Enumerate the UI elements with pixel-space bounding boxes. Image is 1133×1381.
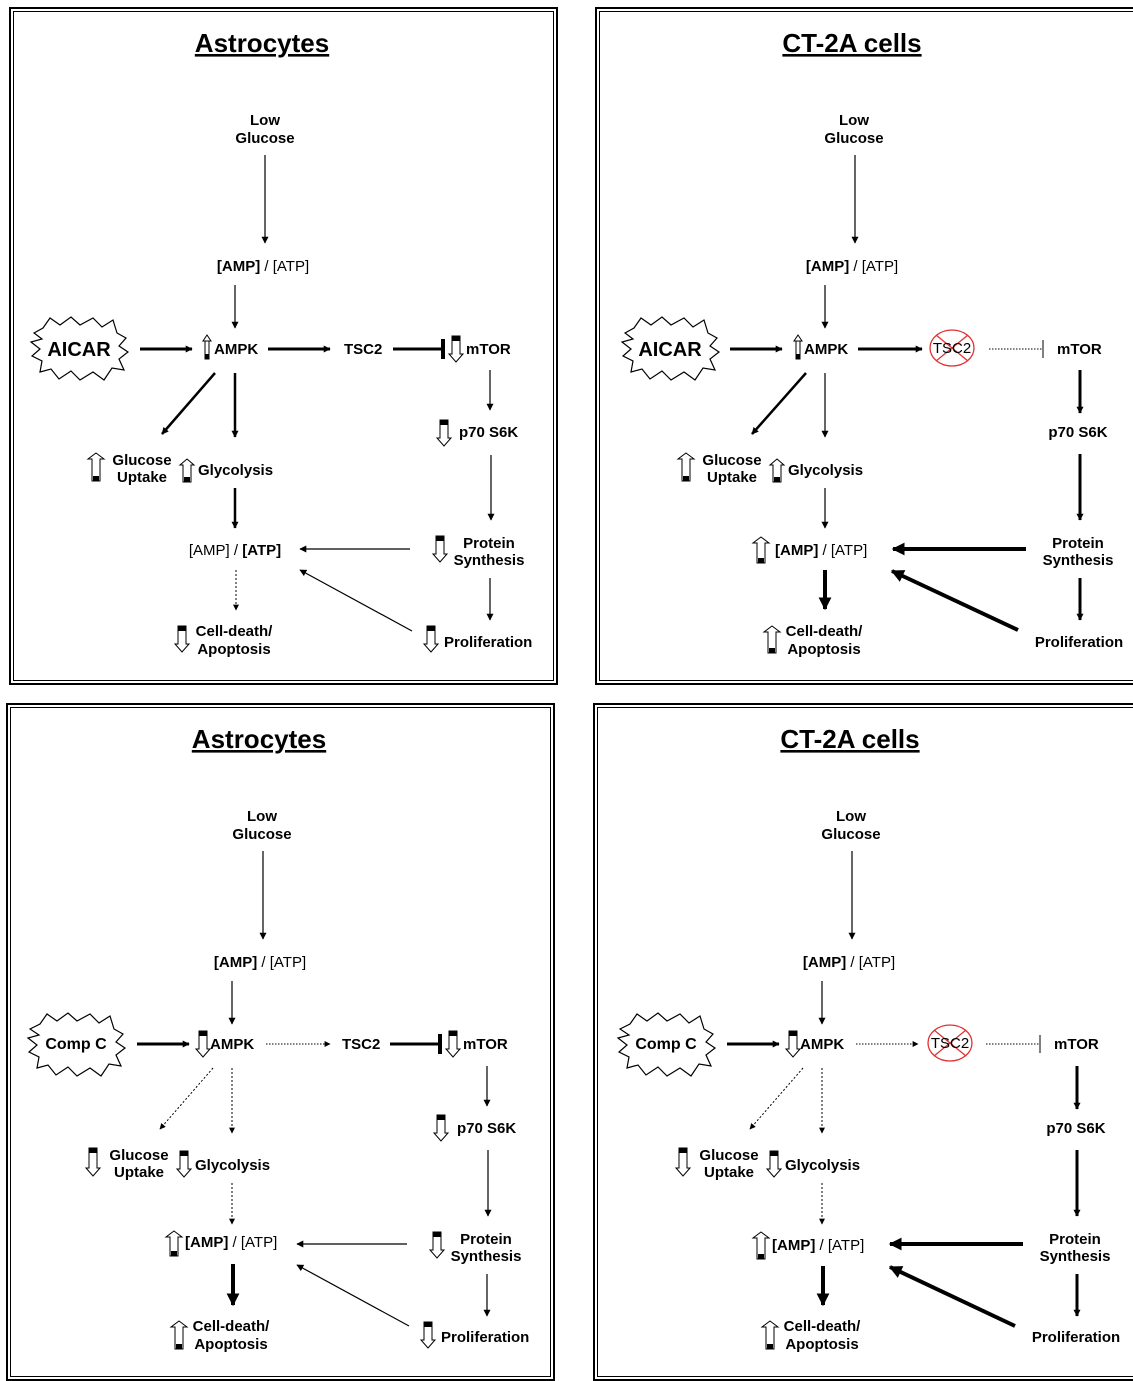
protein-label: Protein xyxy=(1049,1231,1101,1248)
tsc2-label: TSC2 xyxy=(931,1035,969,1052)
apoptosis-label: Apoptosis xyxy=(785,1336,858,1353)
panel-frame-ct2a-aicar xyxy=(595,7,1133,685)
tsc2-knockout-circle xyxy=(929,329,975,367)
stimulus-label: AICAR xyxy=(47,339,111,361)
uptake-label: Uptake xyxy=(707,469,757,486)
synthesis-label: Synthesis xyxy=(454,552,525,569)
uptake-label: Uptake xyxy=(704,1164,754,1181)
glucose-uptake-label: Glucose xyxy=(109,1147,168,1164)
aicar-starburst xyxy=(620,316,721,381)
mtor-label: mTOR xyxy=(463,1036,508,1053)
proliferation-label: Proliferation xyxy=(1035,634,1123,651)
glycolysis-label: Glycolysis xyxy=(198,462,273,479)
proliferation-label: Proliferation xyxy=(444,634,532,651)
amp-atp-ratio: [AMP] / [ATP] xyxy=(806,258,898,275)
low-label: Low xyxy=(247,808,277,825)
glycolysis-label: Glycolysis xyxy=(195,1157,270,1174)
tsc2-label: TSC2 xyxy=(344,341,382,358)
compc-starburst xyxy=(26,1012,127,1077)
glucose-uptake-label: Glucose xyxy=(702,452,761,469)
amp-atp-ratio: [AMP] / [ATP] xyxy=(803,954,895,971)
apoptosis-label: Apoptosis xyxy=(197,641,270,658)
glucose-label: Glucose xyxy=(232,826,291,843)
amp-atp-ratio-lower: [AMP] / [ATP] xyxy=(775,542,867,559)
amp-atp-ratio: [AMP] / [ATP] xyxy=(217,258,309,275)
panel-astrocytes-aicar: Astrocytes Low Glucose [AMP] / [ATP] AIC… xyxy=(29,28,532,658)
glycolysis-label: Glycolysis xyxy=(785,1157,860,1174)
p70-label: p70 S6K xyxy=(1048,424,1107,441)
protein-label: Protein xyxy=(1052,535,1104,552)
uptake-label: Uptake xyxy=(117,469,167,486)
glucose-uptake-label: Glucose xyxy=(112,452,171,469)
apoptosis-label: Apoptosis xyxy=(787,641,860,658)
ampk-label: AMPK xyxy=(800,1036,844,1053)
cell-death-label: Cell-death/ xyxy=(196,623,274,640)
p70-label: p70 S6K xyxy=(1046,1120,1105,1137)
ampk-label: AMPK xyxy=(210,1036,254,1053)
glucose-uptake-label: Glucose xyxy=(699,1147,758,1164)
synthesis-label: Synthesis xyxy=(1043,552,1114,569)
cell-death-label: Cell-death/ xyxy=(193,1318,271,1335)
mtor-label: mTOR xyxy=(466,341,511,358)
amp-atp-ratio-lower: [AMP] / [ATP] xyxy=(772,1237,864,1254)
mtor-label: mTOR xyxy=(1057,341,1102,358)
synthesis-label: Synthesis xyxy=(451,1248,522,1265)
apoptosis-label: Apoptosis xyxy=(194,1336,267,1353)
panel-ct2a-aicar: CT-2A cells Low Glucose [AMP] / [ATP] AI… xyxy=(620,28,1123,658)
tsc2-label: TSC2 xyxy=(933,340,971,357)
uptake-label: Uptake xyxy=(114,1164,164,1181)
glucose-label: Glucose xyxy=(824,130,883,147)
proliferation-label: Proliferation xyxy=(441,1329,529,1346)
mtor-label: mTOR xyxy=(1054,1036,1099,1053)
protein-label: Protein xyxy=(463,535,515,552)
panel-astrocytes-compc: Astrocytes Low Glucose [AMP] / [ATP] Com… xyxy=(26,724,529,1353)
stimulus-label: Comp C xyxy=(45,1036,107,1053)
cell-death-label: Cell-death/ xyxy=(786,623,864,640)
glucose-label: Glucose xyxy=(821,826,880,843)
panel-title: Astrocytes xyxy=(195,28,329,58)
tsc2-knockout-circle xyxy=(927,1024,973,1062)
synthesis-label: Synthesis xyxy=(1040,1248,1111,1265)
glucose-label: Glucose xyxy=(235,130,294,147)
compc-starburst xyxy=(616,1012,717,1077)
stimulus-label: AICAR xyxy=(638,339,702,361)
amp-atp-ratio-lower: [AMP] / [ATP] xyxy=(189,542,281,559)
amp-atp-ratio-lower: [AMP] / [ATP] xyxy=(185,1234,277,1251)
proliferation-label: Proliferation xyxy=(1032,1329,1120,1346)
low-label: Low xyxy=(839,112,869,129)
cell-death-label: Cell-death/ xyxy=(784,1318,862,1335)
aicar-starburst xyxy=(29,316,130,381)
panel-ct2a-compc: CT-2A cells Low Glucose [AMP] / [ATP] Co… xyxy=(616,724,1120,1353)
panel-frame-astrocytes-aicar xyxy=(9,7,558,685)
panel-title: CT-2A cells xyxy=(782,28,921,58)
ampk-label: AMPK xyxy=(214,341,258,358)
p70-label: p70 S6K xyxy=(457,1120,516,1137)
panel-title: Astrocytes xyxy=(192,724,326,754)
glycolysis-label: Glycolysis xyxy=(788,462,863,479)
amp-atp-ratio: [AMP] / [ATP] xyxy=(214,954,306,971)
low-label: Low xyxy=(250,112,280,129)
low-label: Low xyxy=(836,808,866,825)
p70-label: p70 S6K xyxy=(459,424,518,441)
protein-label: Protein xyxy=(460,1231,512,1248)
stimulus-label: Comp C xyxy=(635,1036,697,1053)
panel-title: CT-2A cells xyxy=(780,724,919,754)
tsc2-label: TSC2 xyxy=(342,1036,380,1053)
ampk-label: AMPK xyxy=(804,341,848,358)
